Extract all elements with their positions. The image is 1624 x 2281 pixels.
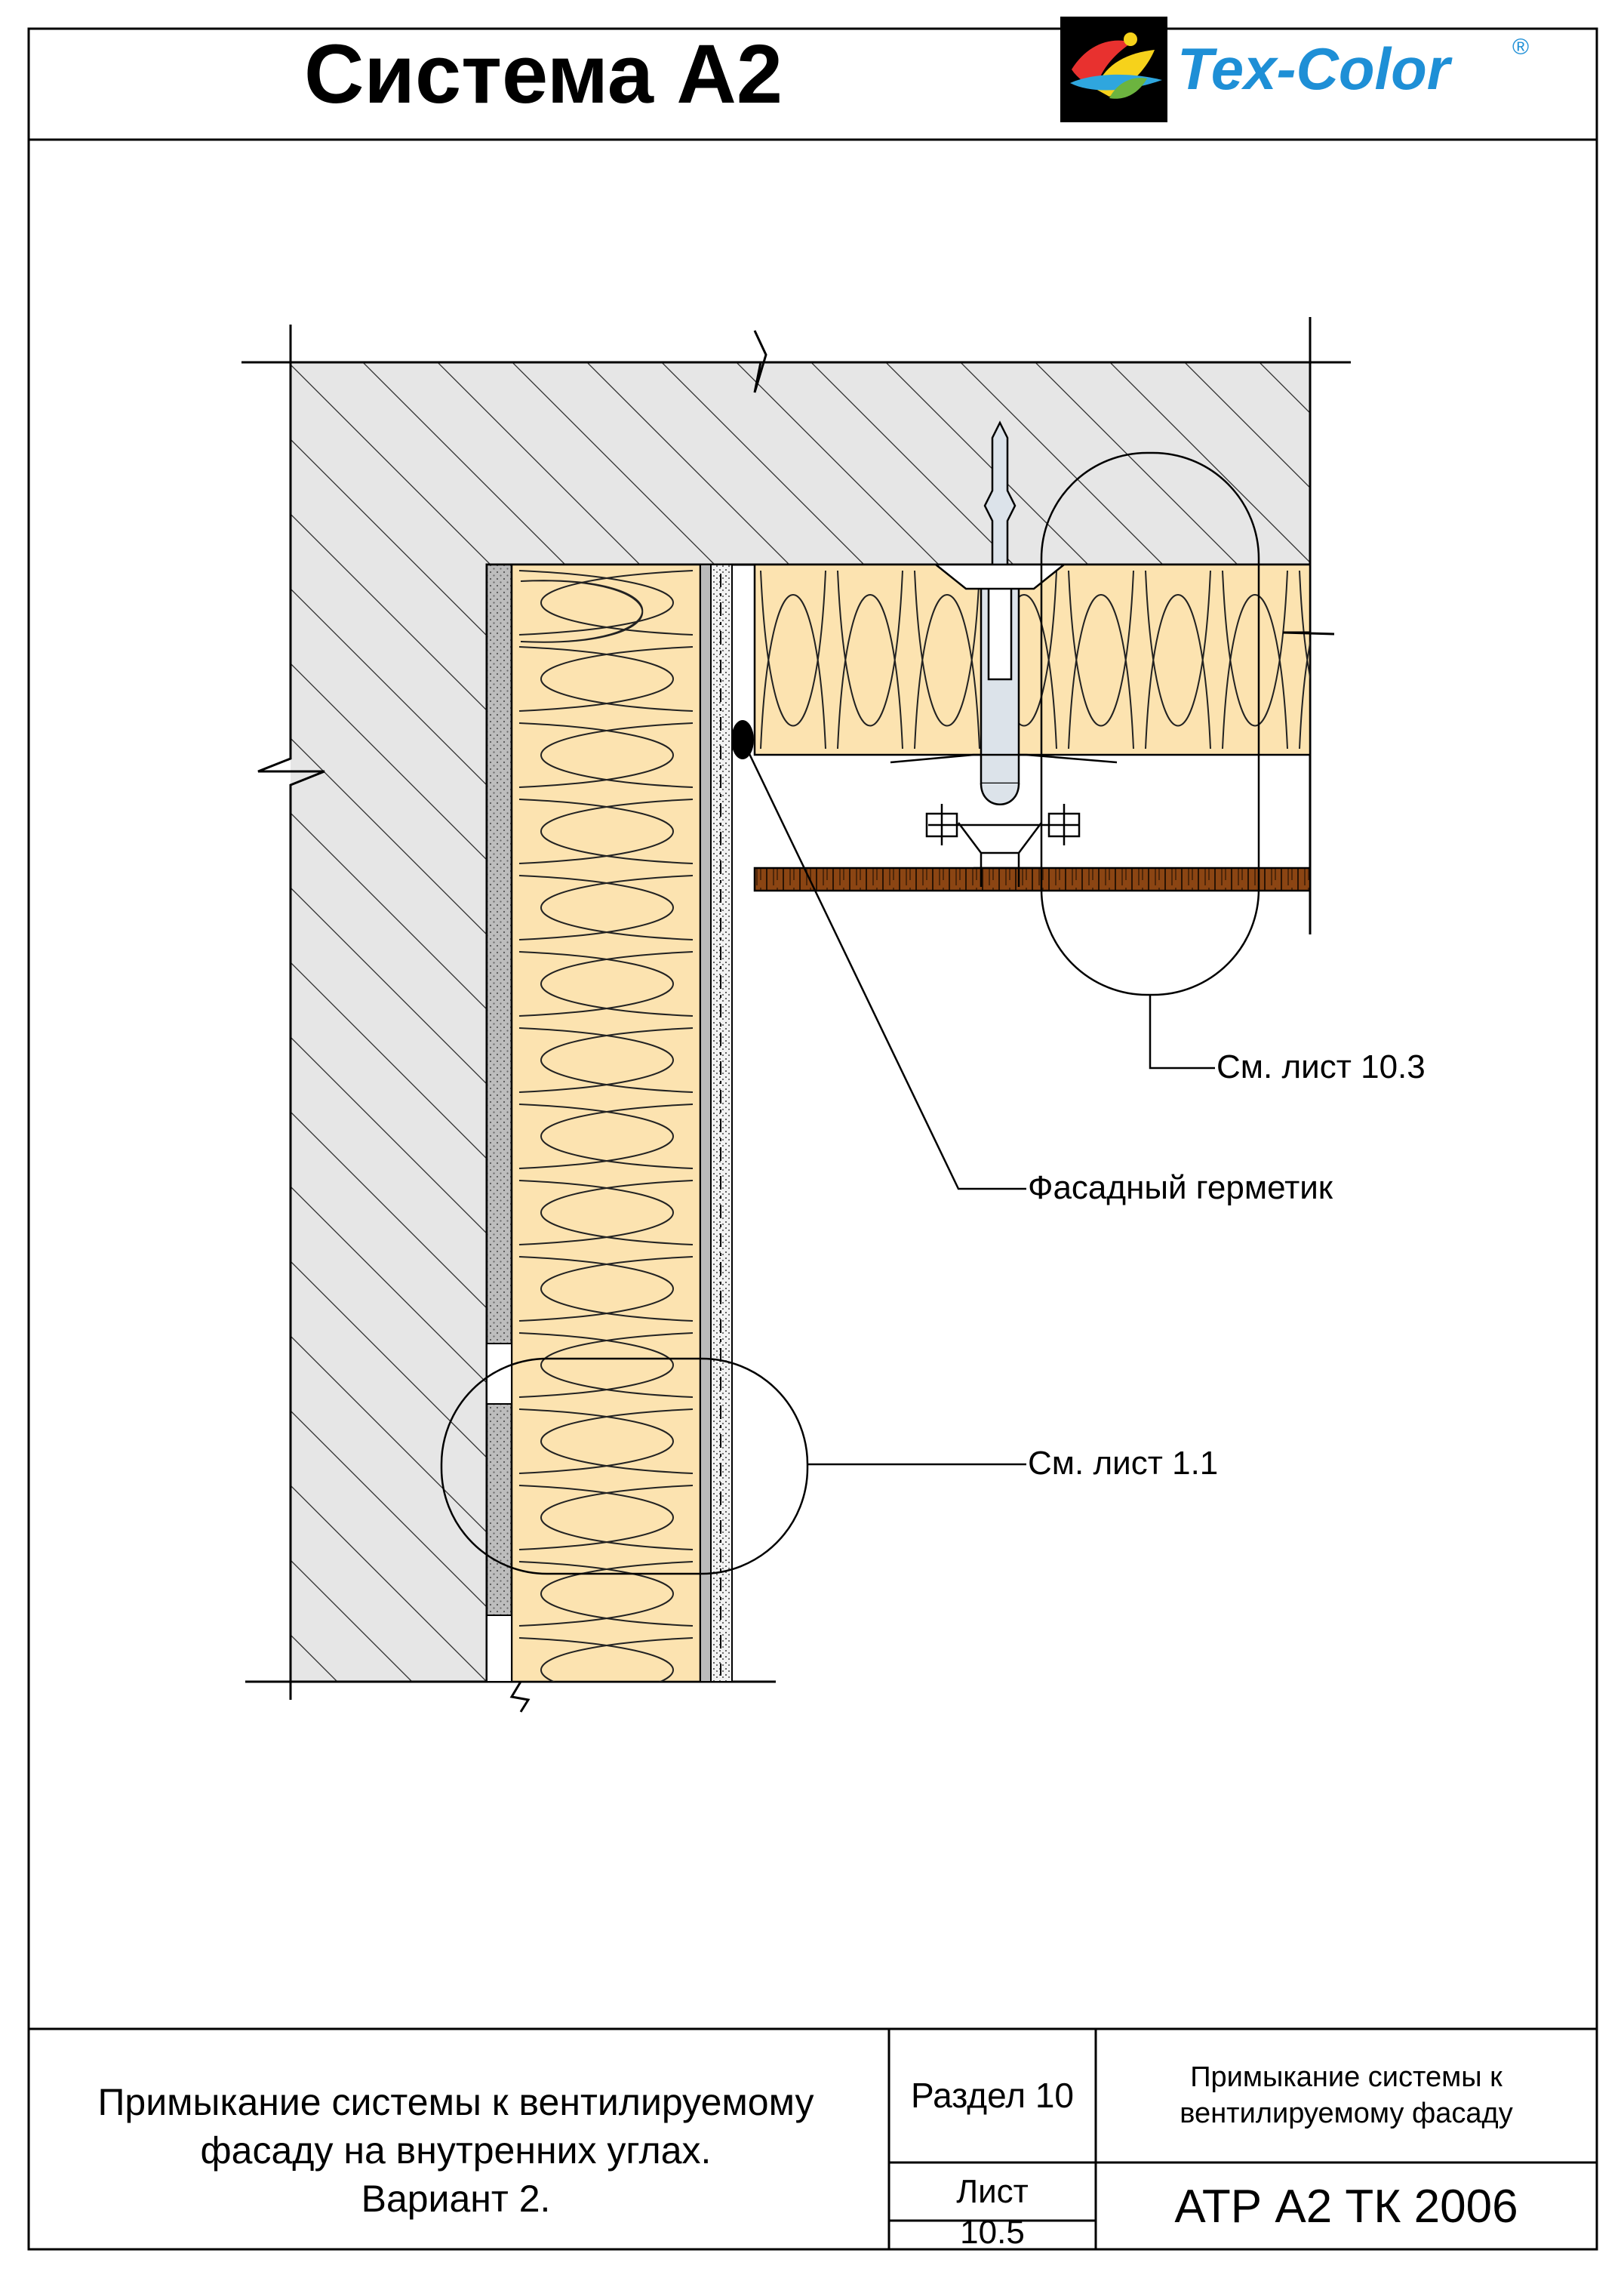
callout-sealant: Фасадный герметик — [1028, 1169, 1333, 1206]
insulation-fibre-loop — [518, 1332, 694, 1398]
logo-wordmark: Tex-Color — [1177, 35, 1453, 102]
insulation-fibre-loop — [518, 1408, 694, 1474]
insulation-fibre-loop — [518, 1180, 694, 1245]
title-block-section-title-line-1: Примыкание системы к — [1190, 2061, 1503, 2093]
title-block-sheet-label: Лист — [956, 2173, 1029, 2210]
leader-upper — [1149, 995, 1215, 1070]
sheet-title: Система А2 — [304, 28, 783, 121]
insulation-fibre-loop — [518, 646, 694, 712]
insulation-fibre-loop — [518, 799, 694, 864]
insulation-fibre-loop — [518, 570, 694, 636]
vertical-insulation-system — [485, 563, 733, 1713]
insulation-fibre-loop — [1145, 570, 1211, 750]
insulation-fibre-loop — [1299, 570, 1310, 750]
insulation-fibre-loop — [518, 1485, 694, 1550]
leader-sealant — [741, 739, 1026, 1190]
insulation-fibre-loop — [1068, 570, 1134, 750]
title-block-section-title-line-2: вентилируемому фасаду — [1180, 2098, 1512, 2129]
sheet-frame — [27, 27, 1598, 2251]
title-block-description-line-1: Примыкание системы к вентилируемому — [97, 2081, 814, 2123]
insulation-fibre-loop — [518, 1561, 694, 1627]
title-block-section: Раздел 10 — [911, 2076, 1074, 2115]
insulation-fibre-loop — [518, 875, 694, 940]
title-block-doc-code: АТР А2 ТК 2006 — [1174, 2181, 1518, 2233]
insulation-fibre-loop — [518, 951, 694, 1017]
tex-color-logo: Tex-Color ® — [1060, 17, 1529, 122]
title-block-description-line-3: Вариант 2. — [361, 2178, 551, 2220]
registered-mark: ® — [1512, 35, 1529, 60]
title-block — [29, 2027, 1597, 2249]
insulation-fibre-loop — [518, 722, 694, 788]
concrete-wall — [241, 317, 1351, 1700]
insulation-fibre-loop — [518, 1637, 694, 1682]
insulation-fibre-loop — [518, 1256, 694, 1322]
title-block-sheet-number: 10.5 — [960, 2214, 1025, 2251]
title-block-description-line-2: фасаду на внутренних углах. — [201, 2129, 712, 2172]
facade-anchor-icon — [890, 420, 1118, 887]
insulation-fibre-loop — [837, 570, 903, 750]
insulation-horizontal — [753, 563, 1312, 756]
insulation-fibre-loop — [518, 1027, 694, 1093]
base-coat-layer — [700, 564, 712, 1682]
callout-ref-upper: См. лист 10.3 — [1216, 1048, 1426, 1085]
callout-outline-lower — [440, 1357, 809, 1575]
insulation-fibre-loop — [760, 570, 826, 750]
facade-panel — [753, 867, 1312, 892]
callout-ref-lower: См. лист 1.1 — [1028, 1445, 1218, 1482]
insulation-fibre-loop — [1222, 570, 1288, 750]
ventilated-facade-insulation — [753, 563, 1335, 756]
insulation-fibre-loop — [914, 570, 980, 750]
insulation-fibre-loop — [518, 1104, 694, 1169]
adhesive-layer — [485, 563, 513, 1683]
